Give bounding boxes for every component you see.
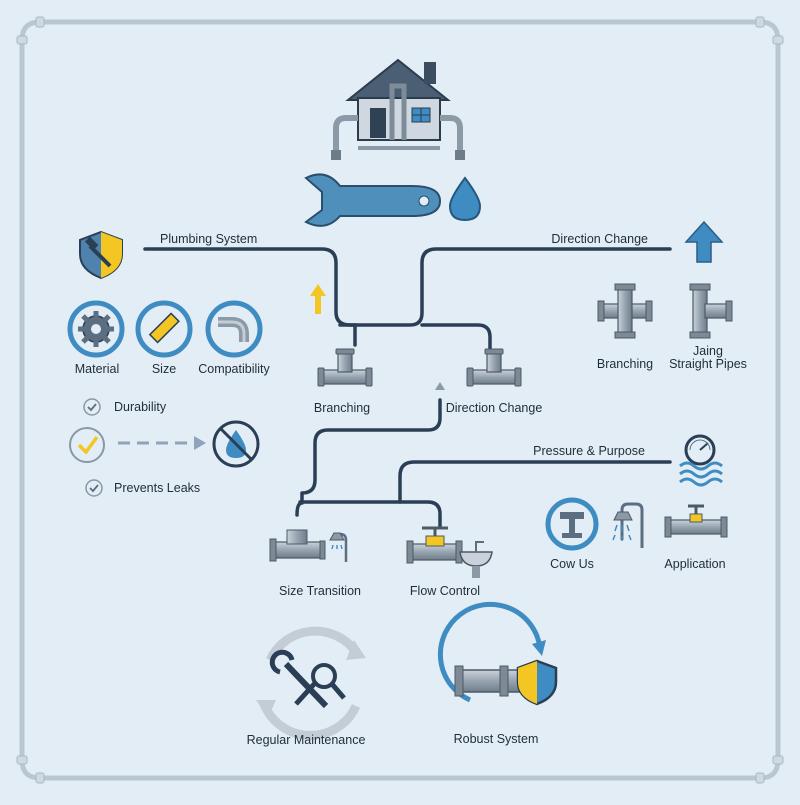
valve-icon xyxy=(545,497,599,551)
branching-mid-label: Branching xyxy=(313,401,371,415)
branching-right-label: Branching xyxy=(596,357,654,371)
up-arrow-icon xyxy=(684,220,724,263)
house-icon xyxy=(331,58,465,160)
durability-label: Durability xyxy=(114,400,167,414)
dashed-arrow-head xyxy=(194,436,206,450)
connector-lines xyxy=(143,247,672,528)
valve-icon xyxy=(406,526,463,564)
ruler-icon xyxy=(135,300,193,358)
shower-icon xyxy=(329,532,348,562)
tools-cycle-icon xyxy=(256,626,366,740)
shield-hammer-icon xyxy=(79,230,123,280)
elbow-pipe-icon xyxy=(205,300,263,358)
cow-us-label: Cow Us xyxy=(550,557,594,571)
check-icon xyxy=(85,479,103,497)
check-icon xyxy=(69,427,105,463)
tee-pipe-icon xyxy=(317,348,373,387)
application-label: Application xyxy=(664,557,726,571)
valve-icon xyxy=(664,504,728,538)
tee-pipe-icon xyxy=(269,529,326,562)
size-label: Size xyxy=(151,362,177,376)
cross-pipe-icon xyxy=(597,283,653,339)
material-label: Material xyxy=(74,362,120,376)
pressure-gauge-icon xyxy=(679,434,723,487)
compatibility-label: Compatibility xyxy=(198,362,270,376)
direction-change-top-label: Direction Change xyxy=(551,232,648,246)
tee-pipe-icon xyxy=(466,348,522,387)
flow-control-label: Flow Control xyxy=(409,584,481,598)
up-arrow-icon xyxy=(310,284,326,314)
frame-pipes xyxy=(19,19,781,781)
gear-icon xyxy=(67,300,125,358)
prevents-leaks-label: Prevents Leaks xyxy=(114,481,201,495)
robust-system-label: Robust System xyxy=(453,732,539,746)
wrench-icon xyxy=(304,173,442,227)
tee-pipe-icon xyxy=(689,283,733,339)
pressure-purpose-label: Pressure & Purpose xyxy=(533,444,645,458)
plumbing-system-label: Plumbing System xyxy=(160,232,258,246)
frame-pipe-joints xyxy=(16,16,784,784)
no-leak-icon xyxy=(212,420,260,468)
regular-maintenance-label: Regular Maintenance xyxy=(246,733,366,747)
joining-straight-pipes-label: Jaing Straight Pipes xyxy=(669,344,747,371)
direction-change-mid-label: Direction Change xyxy=(445,401,543,415)
up-arrow-icon xyxy=(435,382,445,390)
sink-icon xyxy=(459,541,493,578)
check-icon xyxy=(83,398,101,416)
shower-icon xyxy=(612,502,644,548)
robust-pipe-shield-icon xyxy=(437,601,558,706)
size-transition-label: Size Transition xyxy=(279,584,361,598)
water-drop-icon xyxy=(448,176,482,222)
